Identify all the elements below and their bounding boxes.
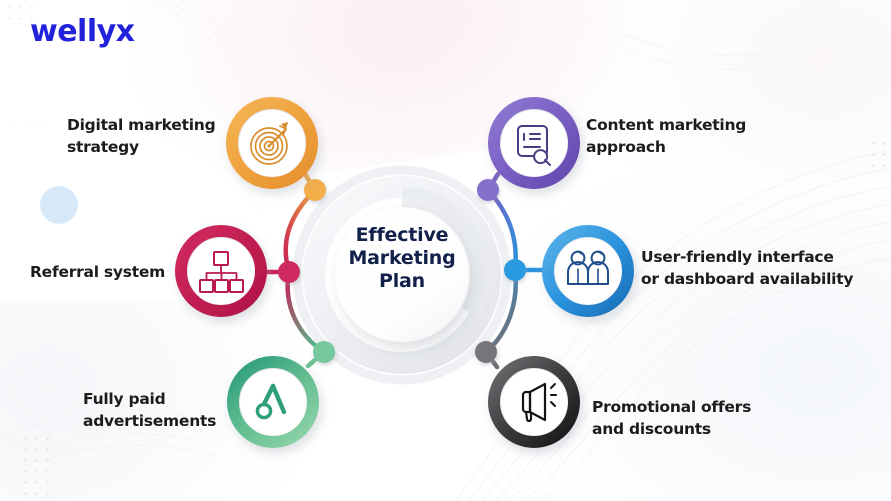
node-referral-system[interactable] (175, 225, 267, 317)
google-ads-icon (255, 383, 287, 420)
label-promotional-offers-and-discounts: Promotional offers and discounts (592, 398, 752, 439)
hierarchy-icon (199, 251, 244, 293)
label-user-friendly-interface: User-friendly interface or dashboard ava… (641, 248, 854, 289)
label-fully-paid-advertisements: Fully paid advertisements (83, 390, 217, 431)
junction-dot-blue (504, 259, 526, 281)
center-title-line-3: Plan (379, 270, 425, 293)
node-promotional-offers-and-discounts[interactable] (488, 356, 580, 448)
center-title-line-2: Marketing (348, 247, 456, 270)
node-digital-marketing-strategy[interactable] (226, 97, 318, 189)
junction-dot-purple (477, 179, 499, 201)
junction-dot-grey (475, 341, 497, 363)
node-content-marketing-approach[interactable] (488, 97, 580, 189)
label-content-marketing-approach: Content marketing approach (586, 116, 747, 157)
users-icon (567, 250, 609, 285)
junction-dot-pink (278, 261, 300, 283)
target-icon (250, 122, 288, 165)
node-user-friendly-interface[interactable] (542, 225, 634, 317)
node-fully-paid-advertisements[interactable] (227, 356, 319, 448)
center-hub (292, 165, 512, 385)
junction-dots (278, 179, 526, 363)
junction-dot-orange (304, 179, 326, 201)
label-referral-system: Referral system (30, 263, 166, 281)
wellyx-logo: wellyx (30, 14, 135, 49)
megaphone-icon (521, 382, 557, 423)
document-edit-icon (517, 125, 551, 166)
center-title: Effective Marketing Plan (326, 224, 478, 294)
label-digital-marketing-strategy: Digital marketing strategy (67, 116, 216, 157)
junction-dot-green (313, 341, 335, 363)
center-title-line-1: Effective (355, 224, 449, 246)
